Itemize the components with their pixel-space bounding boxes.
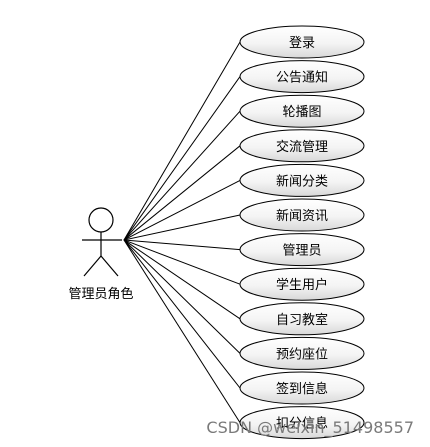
use-case-ellipse: [239, 129, 365, 163]
association-line: [123, 239, 241, 320]
use-case: 登录: [239, 25, 365, 59]
use-case: 交流管理: [239, 129, 365, 163]
actor-left-leg: [83, 255, 102, 277]
association-line: [123, 179, 241, 241]
use-case-ellipse: [239, 25, 365, 59]
admin-actor: 管理员角色: [68, 207, 134, 302]
use-case-ellipse: [239, 60, 365, 94]
use-case: 轮播图: [239, 94, 365, 128]
use-case-label: 新闻分类: [276, 173, 328, 189]
actor-label: 管理员角色: [68, 286, 133, 302]
association-lines: [123, 41, 241, 423]
use-case-label: 扣分信息: [276, 416, 328, 432]
use-case: 学生用户: [239, 267, 365, 301]
association-line: [123, 41, 241, 241]
association-line: [123, 214, 241, 241]
use-case-label: 公告通知: [276, 70, 328, 86]
use-case: 管理员: [239, 233, 365, 267]
use-case-label: 自习教室: [276, 312, 328, 328]
association-line: [123, 145, 241, 241]
use-case: 自习教室: [239, 302, 365, 336]
actor-head: [88, 207, 114, 233]
use-case-ellipse: [239, 198, 365, 232]
use-case-ellipse: [239, 233, 365, 267]
use-case-ellipse: [239, 94, 365, 128]
actor-right-leg: [100, 255, 119, 277]
use-case-label: 新闻资讯: [276, 208, 328, 224]
use-case: 新闻资讯: [239, 198, 365, 232]
association-line: [123, 239, 241, 389]
use-case-ellipse: [239, 163, 365, 197]
association-line: [123, 239, 241, 251]
use-case-ellipse: [239, 302, 365, 336]
use-case-label: 登录: [289, 36, 315, 51]
use-case-ellipse: [239, 406, 365, 440]
association-line: [123, 110, 241, 241]
watermark-text: CSDN @weixin_51498557: [206, 418, 414, 438]
use-case-ellipse: [239, 371, 365, 405]
use-case-label: 交流管理: [276, 139, 328, 155]
use-case-ellipse: [239, 336, 365, 370]
use-case-label: 签到信息: [276, 381, 328, 397]
association-line: [123, 76, 241, 241]
use-case: 扣分信息: [239, 406, 365, 440]
use-case-list: 登录公告通知轮播图交流管理新闻分类新闻资讯管理员学生用户自习教室预约座位签到信息…: [239, 25, 365, 440]
association-line: [123, 239, 241, 285]
use-case-label: 预约座位: [276, 347, 328, 362]
association-line: [123, 239, 241, 423]
use-case: 新闻分类: [239, 163, 365, 197]
use-case: 签到信息: [239, 371, 365, 405]
use-case-label: 轮播图: [282, 105, 321, 120]
use-case: 公告通知: [239, 60, 365, 94]
use-case: 预约座位: [239, 336, 365, 370]
association-line: [123, 239, 241, 354]
use-case-ellipse: [239, 267, 365, 301]
use-case-label: 管理员: [282, 244, 321, 259]
use-case-label: 学生用户: [276, 277, 328, 293]
